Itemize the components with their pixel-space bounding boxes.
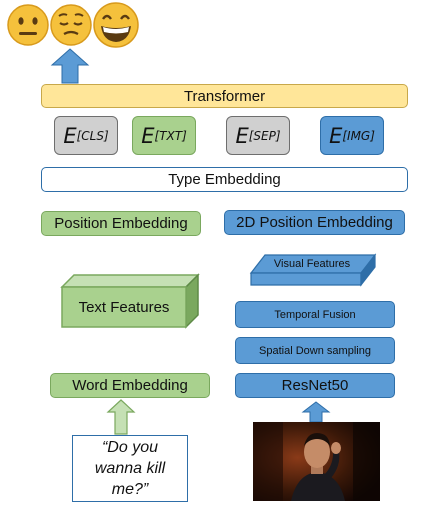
position-embedding-label: Position Embedding [54,215,188,232]
embedding-subscript: [SEP] [248,128,281,143]
embedding-symbol: E [329,123,343,148]
visual-features-label: Visual Features [273,258,351,270]
embedding-token-4: E[IMG] [320,116,384,155]
output-arrow-icon [50,48,90,84]
embedding-symbol: E [235,123,249,148]
embedding-token-3: E[SEP] [226,116,290,155]
position-2d-embedding-label: 2D Position Embedding [236,214,393,231]
embedding-token-1: E[CLS] [54,116,118,155]
temporal-fusion-label: Temporal Fusion [274,308,356,321]
position-2d-embedding-block: 2D Position Embedding [224,210,405,235]
text-features-label-wrap: Text Features [62,287,186,327]
quote-line-2: wanna kill [94,460,166,477]
embedding-token-2: E[TXT] [132,116,196,155]
quote-line-1: “Do you [101,439,158,456]
embedding-subscript: [TXT] [154,128,187,143]
position-embedding-block: Position Embedding [41,211,201,236]
spatial-down-block: Spatial Down sampling [235,337,395,364]
visual-features-label-wrap: Visual Features [262,255,362,273]
input-video-frame [253,422,380,501]
text-input-arrow-icon [106,399,136,435]
resnet-label: ResNet50 [281,377,349,394]
spatial-down-label: Spatial Down sampling [259,344,371,357]
text-features-box [60,273,200,329]
text-features-label: Text Features [78,298,170,316]
type-embedding-label: Type Embedding [168,171,281,188]
input-text-box: “Do you wanna kill me?” [72,435,188,502]
quote-line-3: me?” [111,481,149,498]
image-input-arrow-icon [301,401,331,423]
visual-features-slab [249,253,377,287]
grinning-face-icon [93,2,139,48]
transformer-label: Transformer [183,87,266,105]
word-embedding-label: Word Embedding [72,377,188,394]
embedding-symbol: E [63,123,77,148]
temporal-fusion-block: Temporal Fusion [235,301,395,328]
word-embedding-block: Word Embedding [50,373,210,398]
neutral-face-icon [7,4,49,46]
type-embedding-block: Type Embedding [41,167,408,192]
embedding-subscript: [CLS] [76,128,109,143]
embedding-symbol: E [141,123,155,148]
transformer-block: Transformer [41,84,408,108]
embedding-subscript: [IMG] [342,128,375,143]
resnet-block: ResNet50 [235,373,395,398]
pensive-face-icon [50,4,92,46]
